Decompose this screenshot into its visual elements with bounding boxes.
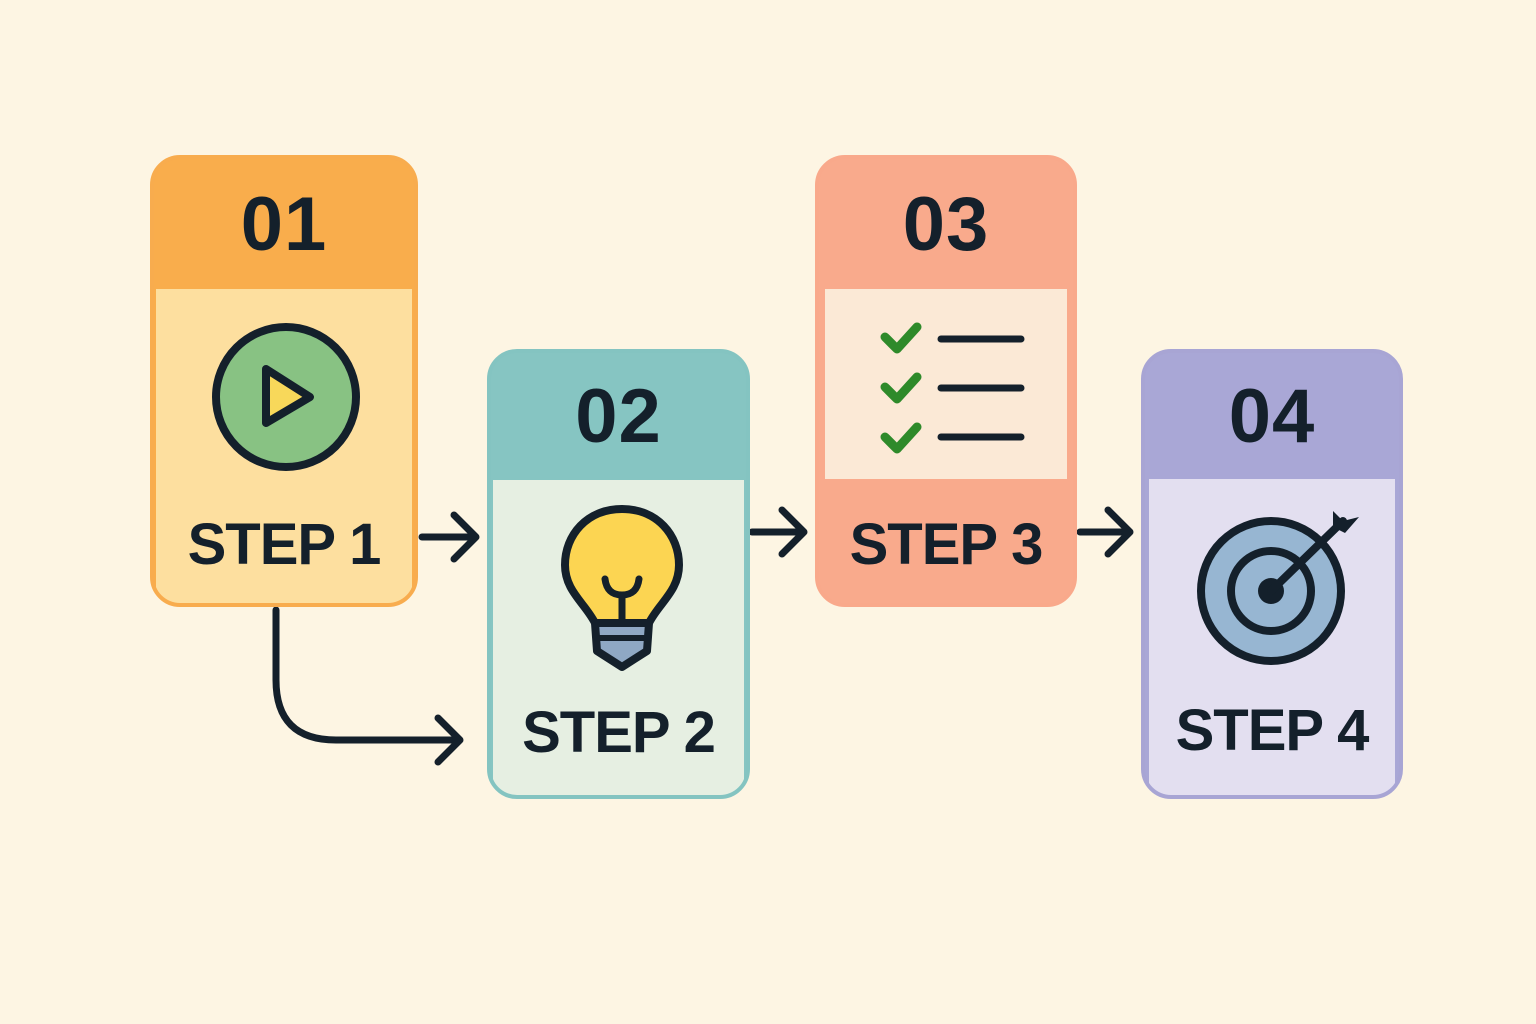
- arrow-step2-to-step3: [748, 506, 808, 558]
- step-card-3: 03 STEP 3: [815, 155, 1077, 607]
- arrow-step1-to-step2: [418, 511, 480, 563]
- step-label: STEP 3: [849, 512, 1044, 577]
- step-number: 01: [240, 181, 328, 267]
- checklist-icon: [880, 322, 1025, 454]
- target-icon: [1197, 511, 1359, 665]
- step-card-1: 01 STEP 1: [150, 155, 418, 607]
- step-label: STEP 2: [522, 700, 716, 765]
- arrow-step1-to-step2-elbow: [272, 606, 464, 766]
- step-label: STEP 4: [1175, 698, 1370, 763]
- step-number: 03: [902, 181, 990, 267]
- arrow-step3-to-step4: [1076, 506, 1134, 558]
- step-card-2: 02 STEP 2: [487, 349, 750, 799]
- play-icon: [212, 323, 360, 471]
- step-label: STEP 1: [187, 512, 382, 577]
- step-number: 02: [575, 374, 662, 459]
- step-card-4: 04 STEP 4: [1141, 349, 1403, 799]
- lightbulb-icon: [560, 504, 684, 671]
- step-number: 04: [1228, 373, 1316, 459]
